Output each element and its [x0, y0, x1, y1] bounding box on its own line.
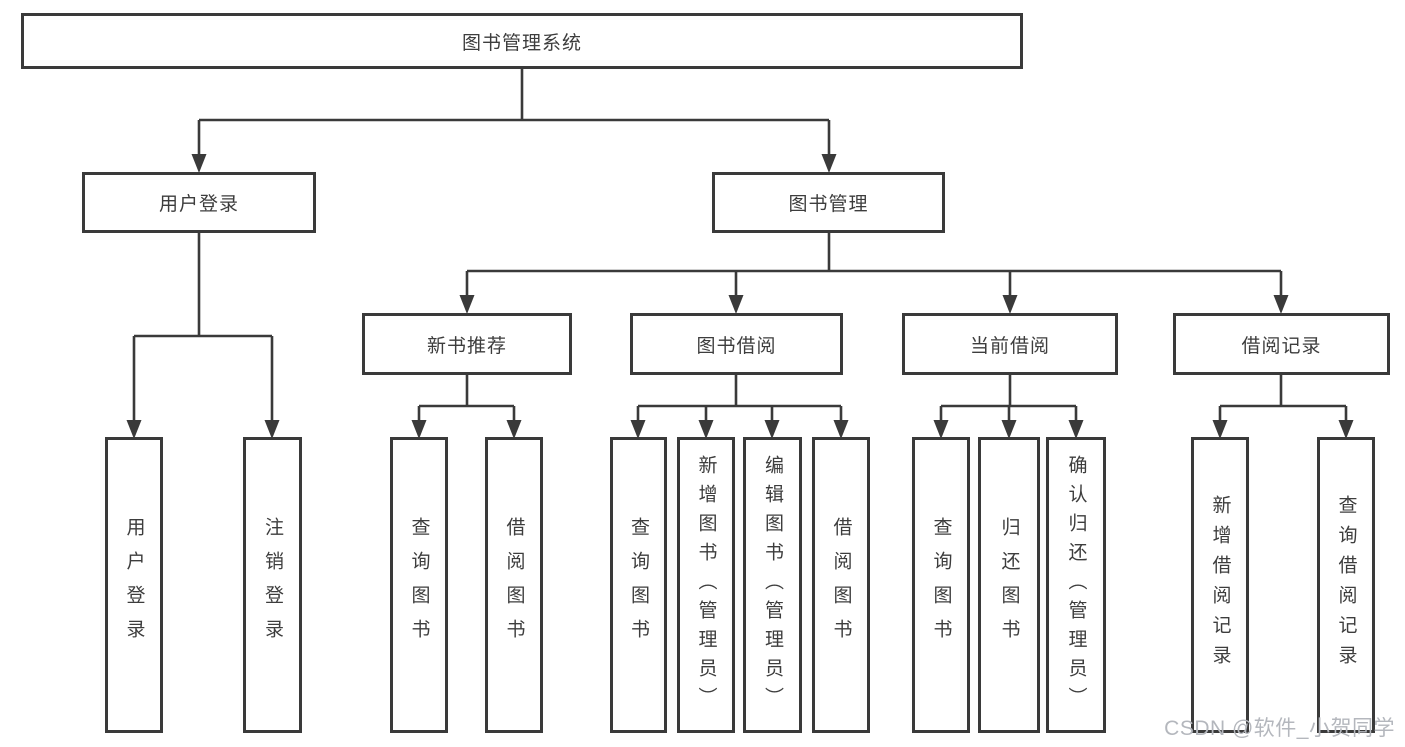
node-label: 借阅记录: [1241, 335, 1322, 357]
node-root-library-system: 图书管理系统: [21, 13, 1023, 69]
node-label: 查询图书: [930, 517, 952, 653]
node-label: 图书管理系统: [461, 32, 582, 54]
node-label: 归还图书: [998, 517, 1020, 653]
node-label: 用户登录: [123, 517, 145, 653]
node-label: 用户登录: [158, 194, 239, 215]
node-label: 当前借阅: [969, 335, 1050, 357]
node-label: 查询图书: [408, 517, 430, 653]
leaf-return-books: 归还图书: [978, 437, 1040, 733]
node-label: 新书推荐: [426, 335, 507, 357]
leaf-query-books-2: 查询图书: [610, 437, 667, 733]
node-label: 新增借阅记录: [1209, 495, 1231, 675]
leaf-logout: 注销登录: [243, 437, 302, 733]
leaf-add-borrow-record: 新增借阅记录: [1191, 437, 1249, 733]
leaf-borrow-books-1: 借阅图书: [485, 437, 543, 733]
node-label: 确认归还（管理员）: [1065, 454, 1087, 716]
node-label: 编辑图书（管理员）: [762, 454, 783, 716]
node-borrow-records: 借阅记录: [1173, 313, 1390, 375]
node-label: 新增图书（管理员）: [695, 454, 717, 716]
leaf-add-books-admin: 新增图书（管理员）: [677, 437, 735, 733]
node-current-borrowing: 当前借阅: [902, 313, 1118, 375]
arrowheads: [126, 154, 1354, 439]
leaf-user-login: 用户登录: [105, 437, 163, 733]
node-label: 图书管理: [788, 194, 869, 215]
node-label: 图书借阅: [696, 335, 777, 357]
node-new-book-recommend: 新书推荐: [362, 313, 572, 375]
node-label: 借阅图书: [503, 517, 525, 653]
leaf-borrow-books-2: 借阅图书: [812, 437, 870, 733]
node-label: 查询图书: [628, 517, 649, 653]
node-label: 注销登录: [262, 517, 283, 653]
node-book-management: 图书管理: [712, 172, 945, 233]
leaf-query-books-3: 查询图书: [912, 437, 970, 733]
leaf-confirm-return-admin: 确认归还（管理员）: [1046, 437, 1106, 733]
leaf-query-books-1: 查询图书: [390, 437, 448, 733]
node-book-borrowing: 图书借阅: [630, 313, 843, 375]
node-label: 借阅图书: [830, 517, 852, 653]
leaf-edit-books-admin: 编辑图书（管理员）: [743, 437, 802, 733]
leaf-query-borrow-record: 查询借阅记录: [1317, 437, 1375, 733]
node-user-login: 用户登录: [82, 172, 316, 233]
node-label: 查询借阅记录: [1335, 495, 1357, 675]
